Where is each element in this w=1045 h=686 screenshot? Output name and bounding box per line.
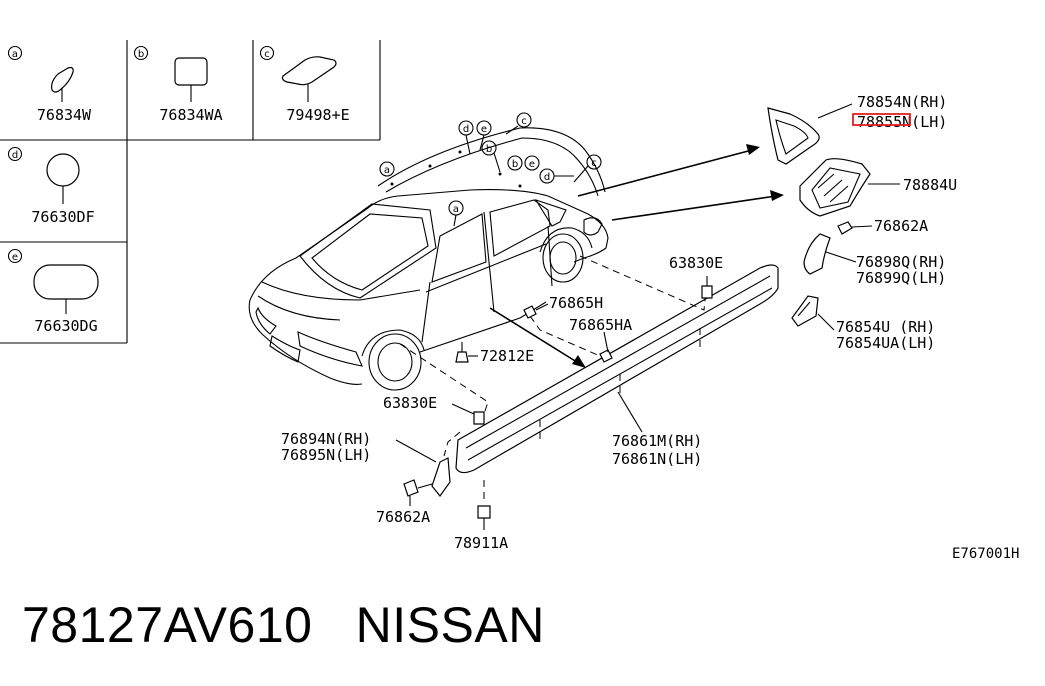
legend-table: a 76834W b 76834WA c 79498+E d 76	[0, 40, 381, 344]
legend-part-e: 76630DG	[34, 317, 97, 335]
screw-76862A-bottom: 76862A	[376, 479, 433, 526]
part-78884U: 78884U	[799, 158, 957, 217]
clip-63830E-left: 63830E	[383, 394, 485, 425]
legend-letter-b: b	[138, 49, 144, 60]
callout-d-2: d	[544, 172, 550, 183]
callout-a-2: a	[453, 204, 459, 215]
roof-clip-dots	[390, 150, 522, 188]
label-78884U: 78884U	[903, 176, 957, 194]
legend-cell-b: b 76834WA	[133, 45, 223, 124]
label-76894N: 76894N(RH)	[281, 430, 371, 448]
clip-72812E: 72812E	[455, 342, 534, 365]
callout-e-1: e	[481, 124, 487, 135]
label-78911A: 78911A	[454, 534, 508, 552]
clip-76865H: 76865H	[523, 294, 603, 319]
label-63830E-left: 63830E	[383, 394, 437, 412]
highlight-box	[852, 113, 911, 126]
callout-b-1: b	[486, 144, 492, 155]
label-76895N: 76895N(LH)	[281, 446, 371, 464]
legend-letter-c: c	[264, 49, 270, 60]
car-illustration	[248, 127, 609, 391]
part-78854N: 78854N(RH) 78855N(LH)	[767, 93, 947, 165]
footer-part-number: 78127AV610	[22, 597, 313, 653]
label-76861N: 76861N(LH)	[612, 450, 702, 468]
car-callouts: d e b c b e d c a a	[379, 112, 602, 227]
part-76898Q: 76898Q(RH) 76899Q(LH)	[803, 233, 946, 287]
legend-cell-d: d 76630DF	[7, 146, 95, 226]
label-76854UA: 76854UA(LH)	[836, 334, 935, 352]
label-72812E: 72812E	[480, 347, 534, 365]
part-76854U: 76854U (RH) 76854UA(LH)	[791, 295, 935, 352]
label-76854U: 76854U (RH)	[836, 318, 935, 336]
callout-a-1: a	[384, 165, 390, 176]
legend-letter-e: e	[12, 252, 18, 263]
callout-c-1: c	[521, 116, 527, 127]
arrows	[489, 144, 784, 368]
footer-brand: NISSAN	[355, 597, 545, 653]
label-76862A-top: 76862A	[874, 217, 928, 235]
callout-d-1: d	[463, 124, 469, 135]
label-76865H: 76865H	[549, 294, 603, 312]
screw-78911A: 78911A	[454, 505, 508, 552]
label-78854N: 78854N(RH)	[857, 93, 947, 111]
callout-e-2: e	[529, 159, 535, 170]
callout-c-2: c	[591, 158, 597, 169]
legend-cell-a: a 76834W	[7, 45, 92, 124]
legend-letter-a: a	[12, 49, 18, 60]
label-76865HA: 76865HA	[569, 316, 632, 334]
legend-letter-d: d	[12, 150, 18, 161]
legend-part-d: 76630DF	[31, 208, 94, 226]
diagram-id: E767001H	[952, 546, 1019, 562]
callout-b-2: b	[512, 159, 518, 170]
label-76862A-bottom: 76862A	[376, 508, 430, 526]
part-76894N: 76894N(RH) 76895N(LH)	[281, 430, 451, 497]
label-78855N: 78855N(LH)	[857, 113, 947, 131]
part-76861M-sill: 76861M(RH) 76861N(LH)	[455, 264, 779, 474]
footer: 78127AV610 NISSAN	[22, 596, 545, 654]
clip-76865HA: 76865HA	[569, 316, 632, 363]
legend-part-c: 79498+E	[286, 106, 349, 124]
legend-part-a: 76834W	[37, 106, 92, 124]
legend-cell-c: c 79498+E	[259, 45, 350, 124]
clip-63830E-top: 63830E	[669, 254, 723, 299]
label-76899Q: 76899Q(LH)	[856, 269, 946, 287]
label-76898Q: 76898Q(RH)	[856, 253, 946, 271]
part-76862A-top: 76862A	[837, 217, 928, 235]
label-63830E-top: 63830E	[669, 254, 723, 272]
legend-cell-e: e 76630DG	[7, 248, 99, 335]
legend-part-b: 76834WA	[159, 106, 222, 124]
label-76861M: 76861M(RH)	[612, 432, 702, 450]
